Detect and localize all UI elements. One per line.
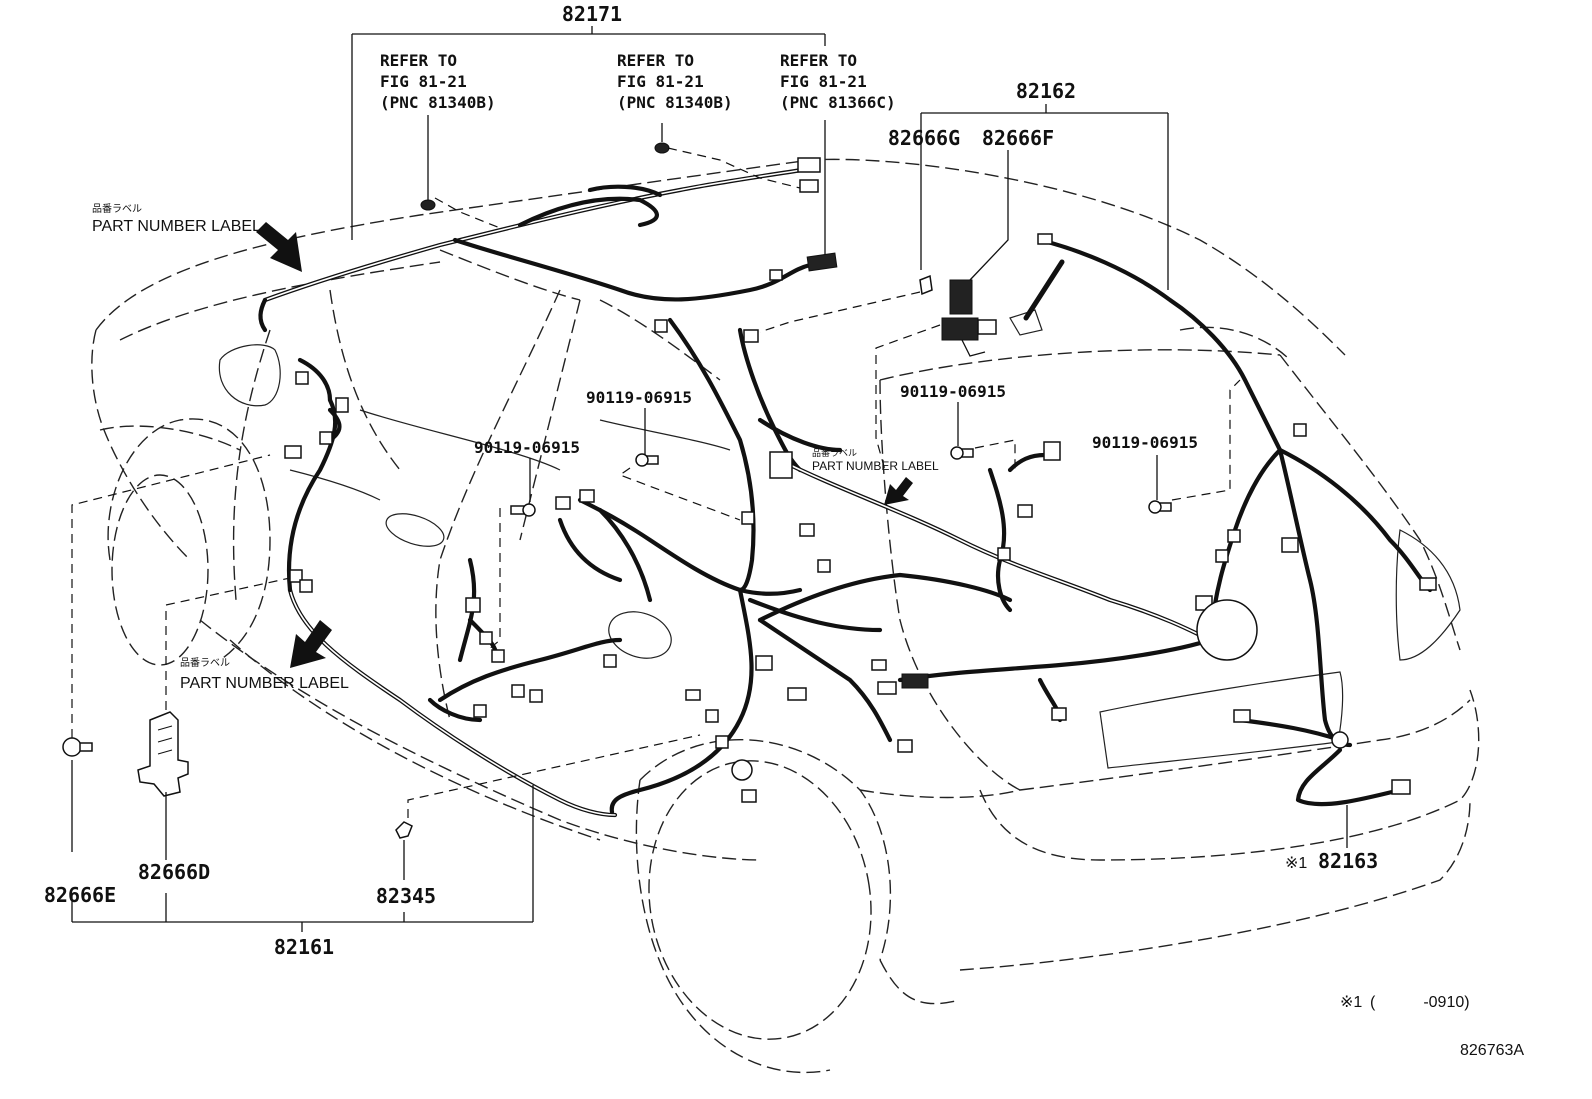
callout-bolt-3: 90119-06915	[900, 382, 1006, 401]
callout-82162: 82162	[1016, 79, 1076, 103]
leader-lines	[71, 26, 1348, 932]
callout-82163: 82163	[1318, 849, 1378, 873]
rear-harness-82162	[777, 237, 1433, 748]
clamp-d-icon	[137, 711, 189, 797]
callout-82666d: 82666D	[138, 860, 210, 884]
arrow-icon	[256, 222, 913, 668]
reference-3: REFER TO FIG 81-21 (PNC 81366C)	[780, 51, 896, 112]
figure-id: 826763A	[1460, 1042, 1524, 1059]
reference-1: REFER TO FIG 81-21 (PNC 81340B)	[380, 51, 496, 112]
callout-82171: 82171	[562, 2, 622, 26]
jp-label-3: 品番ラベル	[180, 657, 230, 669]
main-center-harness	[557, 317, 1013, 815]
part-number-label-2: PART NUMBER LABEL	[812, 459, 939, 473]
reference-2-line1: REFER TO	[617, 51, 694, 70]
clamp-icon	[919, 274, 997, 357]
antenna-icon	[1009, 259, 1065, 336]
jp-label-2: 品番ラベル	[812, 447, 857, 459]
callout-bolt-1: 90119-06915	[586, 388, 692, 407]
clamp-e-icon	[62, 737, 93, 757]
reference-2-line2: FIG 81-21	[617, 72, 704, 91]
grommet-icon	[395, 821, 413, 839]
footnote-mark: ※1	[1340, 994, 1362, 1011]
callout-82666g: 82666G	[888, 126, 960, 150]
connector-icon	[284, 157, 1437, 803]
part-number-label-3: PART NUMBER LABEL	[180, 675, 349, 692]
roof-harness-82171	[258, 165, 818, 333]
reference-2-line3: (PNC 81340B)	[617, 93, 733, 112]
callout-82666f: 82666F	[982, 126, 1054, 150]
callout-82345: 82345	[376, 884, 436, 908]
reference-1-line3: (PNC 81340B)	[380, 93, 496, 112]
reference-1-line1: REFER TO	[380, 51, 457, 70]
reference-3-line1: REFER TO	[780, 51, 857, 70]
jp-label-1: 品番ラベル	[92, 203, 142, 215]
callout-82161: 82161	[274, 935, 334, 959]
callout-bolt-2: 90119-06915	[474, 438, 580, 457]
reference-3-line3: (PNC 81366C)	[780, 93, 896, 112]
part-number-label-1: PART NUMBER LABEL	[92, 218, 261, 235]
footnote-range: ( -0910)	[1370, 994, 1470, 1011]
callout-bolt-4: 90119-06915	[1092, 433, 1198, 452]
callout-82163-mark: ※1	[1285, 855, 1307, 872]
callout-82666e: 82666E	[44, 883, 116, 907]
reference-1-line2: FIG 81-21	[380, 72, 467, 91]
floor-harness-82161	[286, 357, 623, 818]
rear-harness-82163	[1295, 747, 1403, 807]
bolt-icon	[510, 446, 1172, 517]
reference-3-line2: FIG 81-21	[780, 72, 867, 91]
reference-2: REFER TO FIG 81-21 (PNC 81340B)	[617, 51, 733, 112]
